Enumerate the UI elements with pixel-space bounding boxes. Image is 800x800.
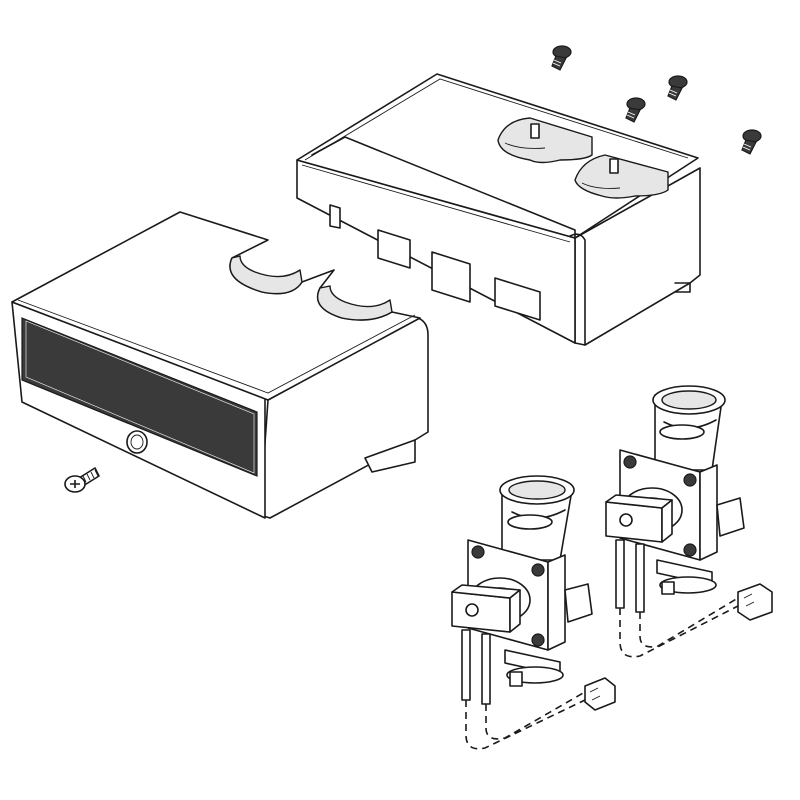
valve-left xyxy=(451,475,593,705)
screw-icon xyxy=(551,45,572,71)
rear-housing xyxy=(296,73,701,346)
screw-icon xyxy=(625,97,646,123)
connector-icon xyxy=(584,677,616,711)
valve-right xyxy=(605,385,745,613)
phillips-screw-icon xyxy=(64,467,100,493)
screw-icon xyxy=(667,75,688,101)
screw-icon xyxy=(741,129,762,155)
wire-harness-right xyxy=(619,583,773,658)
connector-icon xyxy=(737,583,773,621)
top-screws xyxy=(551,45,762,155)
wire-harness-left xyxy=(465,677,616,750)
front-cover xyxy=(11,211,429,519)
